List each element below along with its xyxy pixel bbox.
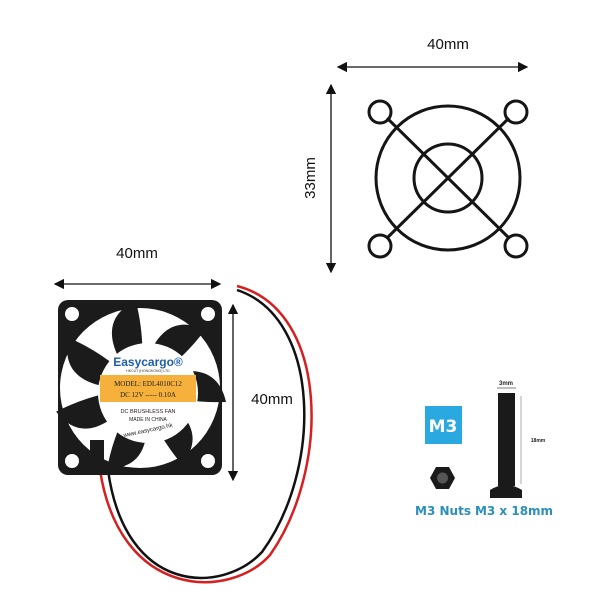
fan-origin: MADE IN CHINA bbox=[129, 417, 167, 423]
fan-width-label: 40mm bbox=[116, 245, 158, 262]
screw-length-label: 18mm bbox=[531, 438, 546, 444]
m3-badge bbox=[425, 406, 462, 444]
fan-type: DC BRUSHLESS FAN bbox=[120, 409, 175, 415]
fan-brand: Easycargo® bbox=[113, 355, 183, 369]
guard-height-label: 33mm bbox=[302, 157, 319, 199]
cooling-fan: Easycargo® HKCUT (HONGKONG) LTD MODEL: E… bbox=[56, 300, 226, 475]
m3-badge-text: M3 bbox=[429, 417, 458, 437]
guard-width-label: 40mm bbox=[427, 36, 469, 53]
fan-height-label: 40mm bbox=[251, 391, 293, 408]
m3-nut bbox=[430, 467, 455, 489]
fan-company: HKCUT (HONGKONG) LTD bbox=[126, 369, 170, 373]
screw-label: M3 x 18mm bbox=[475, 504, 553, 518]
fan-wires bbox=[98, 284, 313, 584]
screw-diameter-label: 3mm bbox=[499, 381, 513, 387]
fan-label-band bbox=[100, 375, 196, 402]
fan-rating: DC 12V ----- 0.10A bbox=[120, 391, 176, 399]
fan-guard bbox=[367, 99, 529, 259]
m3-screw bbox=[490, 387, 522, 498]
fan-model: MODEL: EDL4010C12 bbox=[114, 380, 182, 388]
nut-label: M3 Nuts bbox=[415, 504, 471, 518]
